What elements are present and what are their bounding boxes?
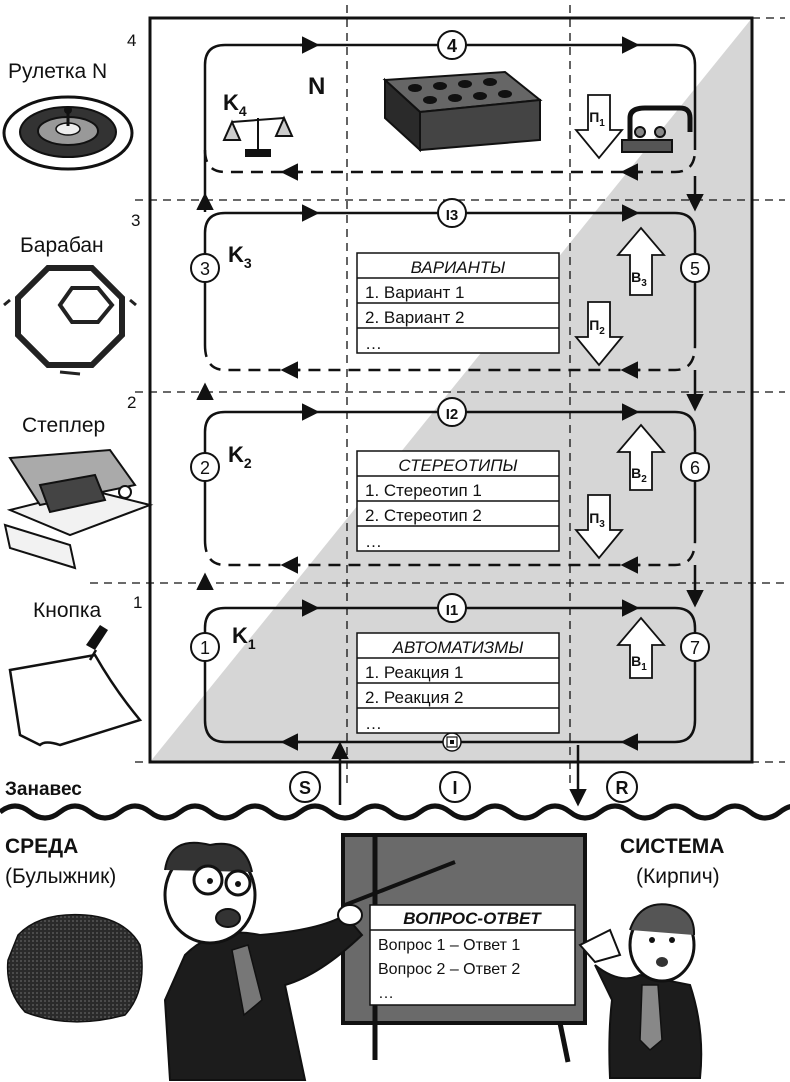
p3-label: П3 (589, 510, 605, 530)
system-title: СИСТЕМА (620, 835, 724, 858)
left-circle-2-label: 2 (200, 458, 210, 478)
p3-arrow: П3 (574, 494, 624, 560)
variants-table-row: … (365, 334, 382, 353)
v3-arrow: В3 (616, 226, 666, 296)
automatisms-table: АВТОМАТИЗМЫ 1. Реакция 1 2. Реакция 2 … (356, 632, 560, 734)
stereotypes-table-row: 2. Стереотип 2 (365, 506, 482, 525)
environment-title: СРЕДА (5, 835, 78, 858)
left-circle-3-label: 3 (200, 259, 210, 279)
board-row: Вопрос 1 – Ответ 1 (378, 937, 520, 954)
pushpin-note-icon (8, 625, 143, 747)
s-label: S (299, 778, 311, 798)
top-circle-4: 4 (437, 30, 467, 60)
right-circle-6-label: 6 (690, 458, 700, 478)
target-icon (442, 732, 462, 752)
v2-label: В2 (631, 465, 647, 485)
faucet-icon (621, 105, 693, 153)
variants-table-row: 1. Вариант 1 (365, 283, 464, 302)
k3-label: K3 (228, 242, 252, 271)
loop-1 (203, 606, 697, 744)
variants-table: ВАРИАНТЫ 1. Вариант 1 2. Вариант 2 … (356, 252, 560, 354)
brick-icon (382, 70, 543, 153)
p2-arrow: П2 (574, 301, 624, 367)
top-circle-i3: I3 (437, 198, 467, 228)
right-circle-7: 7 (680, 632, 710, 662)
curtain-wave (0, 803, 790, 821)
drum-icon (3, 265, 137, 376)
top-circle-i2-label: I2 (446, 406, 459, 423)
p2-label: П2 (589, 317, 605, 337)
left-circle-3: 3 (190, 253, 220, 283)
right-circle-5-label: 5 (690, 259, 700, 279)
level-4-name: Рулетка N (8, 60, 107, 83)
s-circle: S (289, 771, 321, 803)
top-circle-i1: I1 (437, 593, 467, 623)
teacher-figure (163, 841, 456, 1081)
right-circle-6: 6 (680, 452, 710, 482)
k1-label: K1 (232, 623, 256, 652)
n-label: N (308, 73, 325, 100)
level-3-name: Барабан (20, 234, 104, 257)
variants-table-row: 2. Вариант 2 (365, 308, 464, 327)
level-2-name: Степлер (22, 414, 105, 437)
system-region-shade (150, 18, 752, 762)
environment-subtitle: (Булыжник) (5, 865, 116, 888)
v1-arrow: В1 (616, 616, 666, 679)
r-label: R (616, 778, 629, 798)
loop-4-dashed (203, 149, 697, 174)
right-circle-5: 5 (680, 253, 710, 283)
v2-arrow: В2 (616, 423, 666, 491)
p1-arrow: П1 (574, 94, 624, 160)
top-circle-i2: I2 (437, 397, 467, 427)
loop-3-dashed (203, 344, 697, 372)
variants-table-title: ВАРИАНТЫ (411, 258, 506, 277)
k4-label: K4 (223, 90, 247, 119)
curtain-label: Занавес (5, 779, 82, 800)
v3-label: В3 (631, 269, 647, 289)
board-title: ВОПРОС-ОТВЕТ (403, 909, 542, 928)
stereotypes-table-row: 1. Стереотип 1 (365, 481, 482, 500)
level-1-num: 1 (133, 593, 142, 612)
level-2-num: 2 (127, 393, 136, 412)
automatisms-table-row: … (365, 714, 382, 733)
left-circle-2: 2 (190, 452, 220, 482)
student-figure (578, 903, 703, 1079)
left-circle-1: 1 (190, 632, 220, 662)
top-circle-i1-label: I1 (446, 602, 459, 619)
roulette-icon (2, 95, 134, 171)
left-circle-1-label: 1 (200, 638, 210, 658)
automatisms-table-title: АВТОМАТИЗМЫ (392, 638, 524, 657)
p1-label: П1 (589, 109, 605, 129)
stereotypes-table-title: СТЕРЕОТИПЫ (398, 456, 517, 475)
k2-label: K2 (228, 442, 252, 471)
level-4-num: 4 (127, 31, 136, 50)
i-circle: I (439, 771, 471, 803)
right-circle-7-label: 7 (690, 638, 700, 658)
top-circle-i3-label: I3 (446, 207, 459, 224)
top-circle-4-label: 4 (447, 36, 457, 56)
stapler-icon (3, 448, 154, 570)
level-1-name: Кнопка (33, 599, 102, 622)
board-row: Вопрос 2 – Ответ 2 (378, 961, 520, 978)
v1-label: В1 (631, 653, 647, 673)
r-circle: R (606, 771, 638, 803)
scales-icon (222, 115, 294, 157)
automatisms-table-row: 2. Реакция 2 (365, 688, 463, 707)
automatisms-table-row: 1. Реакция 1 (365, 663, 463, 682)
chalkboard: ВОПРОС-ОТВЕТ Вопрос 1 – Ответ 1 Вопрос 2… (341, 833, 587, 1063)
cobblestone-icon (6, 913, 143, 1023)
stereotypes-table-row: … (365, 532, 382, 551)
stereotypes-table: СТЕРЕОТИПЫ 1. Стереотип 1 2. Стереотип 2… (356, 450, 560, 552)
i-label: I (452, 778, 457, 798)
level-3-num: 3 (131, 211, 140, 230)
board-row: … (378, 985, 394, 1002)
loop-2-dashed (203, 539, 697, 567)
system-subtitle: (Кирпич) (636, 865, 720, 888)
